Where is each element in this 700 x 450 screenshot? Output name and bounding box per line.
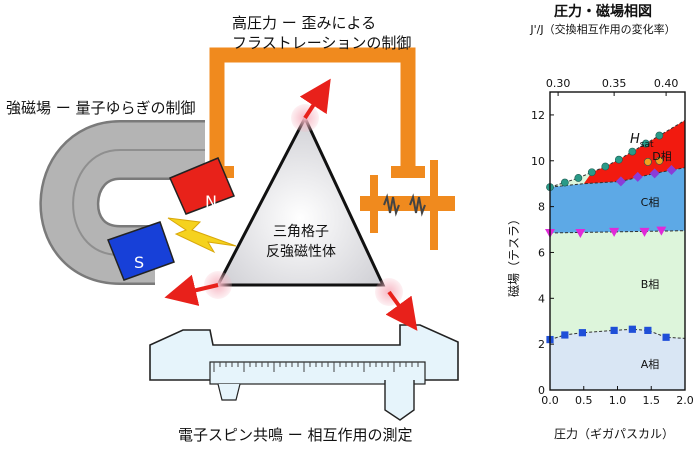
- x-tick-label-3: 1.5: [643, 394, 661, 407]
- data-point-s3-1: [655, 156, 664, 165]
- data-markers: [545, 131, 677, 344]
- data-point-s4-3: [610, 326, 618, 334]
- chart-title: 圧力・磁場相図: [554, 3, 652, 20]
- phase-c-region: [550, 167, 685, 233]
- data-point-s1-0: [615, 176, 626, 187]
- data-point-s2-2: [609, 227, 620, 237]
- top-tick-label-2: 0.40: [654, 77, 679, 90]
- data-point-s0-5: [614, 155, 623, 164]
- data-point-s4-5: [644, 326, 652, 334]
- y-tick-label-0: 0: [538, 384, 545, 397]
- triangular-lattice: [215, 114, 386, 287]
- pressure-clamp: [370, 160, 438, 250]
- data-point-s0-1: [560, 178, 569, 187]
- y-tick-label-3: 6: [538, 246, 545, 259]
- magnet-north-pole: [169, 157, 235, 215]
- x-axis-label: 圧力（ギガパスカル）: [554, 427, 674, 441]
- esr-caption: 電子スピン共鳴 ー 相互作用の測定: [178, 426, 413, 444]
- magnet-n-label: N: [205, 192, 217, 211]
- triangle-label-line2: 反強磁性体: [266, 244, 336, 260]
- spin-arrow-right: [385, 290, 418, 331]
- hsat-label: Hsat: [630, 132, 654, 150]
- top-axis-label: J'/J（交換相互作用の変化率）: [529, 22, 675, 36]
- x-tick-label-0: 0.0: [541, 394, 559, 407]
- data-point-s1-3: [666, 164, 677, 175]
- horseshoe-magnet: N S: [39, 120, 235, 285]
- data-point-s4-1: [561, 331, 569, 339]
- phase-c-label: C相: [641, 196, 660, 209]
- high-pressure-caption-line1: 高圧力 ー 歪みによる: [232, 14, 377, 32]
- data-point-s4-6: [662, 333, 670, 341]
- saturation-boundary: [549, 119, 686, 188]
- y-tick-label-5: 10: [531, 155, 545, 168]
- data-point-s2-4: [656, 226, 667, 236]
- data-point-s4-4: [628, 325, 636, 333]
- phase-a-region: [550, 329, 685, 390]
- data-point-s3-0: [643, 158, 652, 166]
- data-point-s0-3: [587, 168, 596, 177]
- caliper: [149, 324, 459, 421]
- phase-regions: [550, 92, 685, 390]
- y-tick-label-4: 8: [538, 201, 545, 214]
- hsat-sub: sat: [640, 140, 654, 150]
- triangle-label-line1: 三角格子: [273, 224, 329, 240]
- strong-field-caption: 強磁場 ー 量子ゆらぎの制御: [6, 99, 196, 117]
- phase-diagram-chart: 0.0 0.5 1.0 1.5 2.0 0 2 4 6 8 10 12 0.30 0.35 0.40 圧力・…: [506, 3, 694, 441]
- data-point-s4-2: [578, 329, 586, 337]
- x-tick-label-1: 0.5: [575, 394, 593, 407]
- data-point-s0-8: [655, 131, 664, 140]
- phase-d-label: D相: [652, 150, 671, 163]
- spin-arrow-up: [299, 78, 331, 120]
- saturated-region: [550, 92, 685, 188]
- y-tick-label-6: 12: [531, 109, 545, 122]
- hsat-main: H: [630, 132, 640, 147]
- y-tick-label-2: 4: [538, 292, 545, 305]
- x-tick-label-4: 2.0: [676, 394, 694, 407]
- spin-arrow-left: [164, 274, 219, 306]
- phase-b-label: B相: [641, 278, 660, 291]
- data-point-s1-1: [632, 171, 643, 182]
- y-axis-label: 磁場（テスラ）: [506, 213, 521, 297]
- data-point-s0-2: [574, 174, 583, 182]
- top-tick-label-0: 0.30: [546, 77, 571, 90]
- x-tick-label-2: 1.0: [609, 394, 627, 407]
- magnet-s-label: S: [134, 253, 144, 272]
- phase-a-label: A相: [641, 358, 660, 371]
- high-pressure-caption-line2: フラストレーションの制御: [232, 34, 412, 52]
- experiment-diagram: N S 三角格子 反強磁性体: [39, 47, 459, 421]
- data-point-s0-7: [641, 139, 650, 148]
- y-tick-label-1: 2: [538, 338, 545, 351]
- lightning-icon: [167, 217, 237, 254]
- axis-ticks: 0.0 0.5 1.0 1.5 2.0 0 2 4 6 8 10 12 0.30 0.35 0.40: [531, 77, 694, 407]
- data-point-s0-6: [628, 147, 637, 156]
- data-point-s0-4: [601, 162, 610, 171]
- data-point-s2-1: [575, 228, 586, 238]
- top-tick-label-1: 0.35: [602, 77, 627, 90]
- data-point-s2-3: [639, 227, 650, 237]
- data-point-s1-2: [649, 168, 660, 179]
- magnet-south-pole: [107, 221, 175, 281]
